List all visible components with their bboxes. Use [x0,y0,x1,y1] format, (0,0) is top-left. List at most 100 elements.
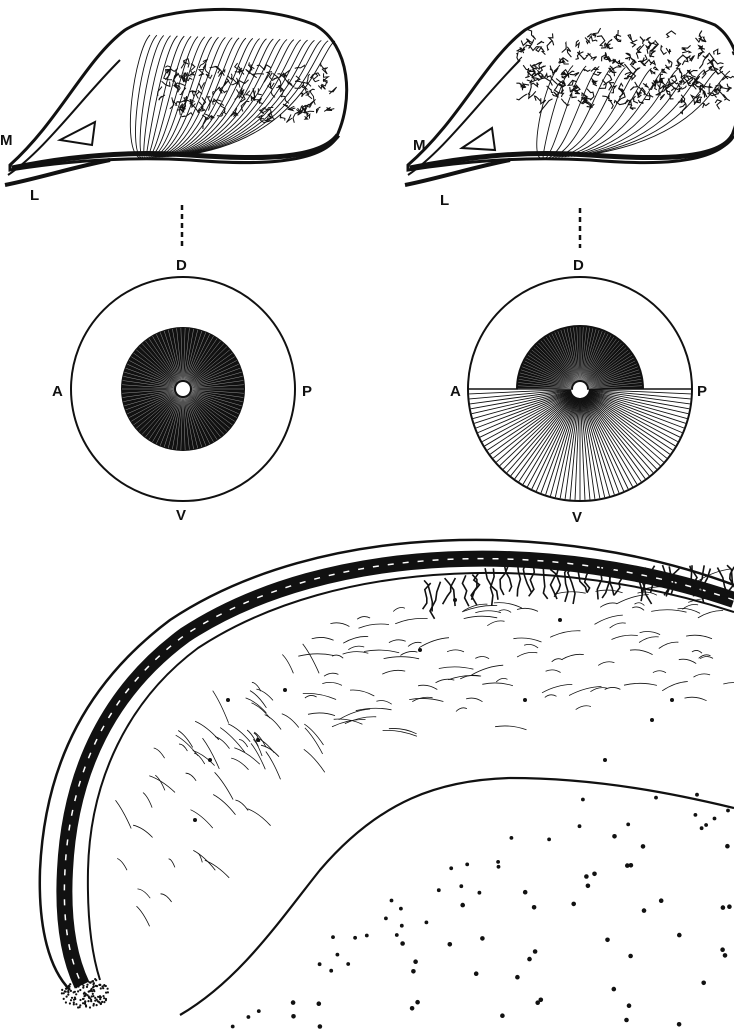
stipple-dot [66,996,68,998]
neuropil-stroke [400,651,417,655]
stipple-dot [102,987,104,989]
cell-dot [500,1013,505,1018]
cell-dot [558,618,562,622]
cell-dot [318,962,322,966]
neuropil-stroke [482,683,513,686]
cell-dot [627,1003,632,1008]
neuropil-stroke [552,659,563,662]
arbor-branch [505,566,512,592]
arbor-branch [529,567,535,597]
cell-dot [336,953,340,957]
stipple-dot [75,993,77,995]
arbor-branch [589,36,597,41]
stipple-dot [93,989,95,991]
retina-diagram-right: D A P V [450,257,707,526]
neuropil-stroke [542,684,572,692]
stipple-dot [74,985,76,987]
stipple-dot [74,978,76,980]
tectum-diagram-left: M L [0,9,347,248]
arbor-branch [552,92,558,97]
arbor-branch [585,38,589,44]
retinotopic-fibers-right [537,65,730,158]
arbor-branch [158,87,163,96]
cell-dot [465,863,469,867]
neuropil-stroke [554,592,586,595]
cell-dot [533,949,538,954]
neuropil-stroke [178,731,193,748]
arbor-branch [317,107,321,113]
stipple-dot [94,997,96,999]
neuropil-stroke [312,637,334,640]
label-anterior-right: A [450,383,461,400]
fiber-path [140,35,164,157]
arbor-branch [527,30,535,40]
neuropil-stroke [472,665,504,675]
neuropil-stroke [475,657,489,659]
neuropil-stroke [686,635,712,639]
neuropil-stroke [513,638,541,642]
cell-dot [700,826,704,830]
neuropil-stroke [639,637,659,643]
neuropil-stroke [193,850,215,870]
neuropil-stroke [215,772,234,799]
cell-dot [677,1022,682,1027]
stipple-dot [89,997,91,999]
neuropil-stroke [261,745,279,757]
neuropil-stroke [364,650,399,653]
stipple-dot [92,993,94,995]
neuropil-stroke [576,706,591,710]
arbor-branch [638,100,643,104]
neuropil-stroke [133,825,153,837]
neuropil-stroke [305,695,317,698]
arbor-branch [302,99,315,112]
cell-dot [317,1001,322,1006]
stipple-dot [73,1003,75,1005]
arbor-branch [246,91,252,101]
neuropil-stroke [138,889,151,898]
stipple-dot [63,998,65,1000]
cell-dot [449,866,453,870]
stipple-dot [82,979,84,981]
neuropil-stroke [590,688,607,692]
arbor-branch [279,87,284,95]
neuropil-stroke [339,709,370,720]
arbor-branch [241,101,249,111]
arbor-branch [689,70,697,73]
stipple-dot [61,992,63,994]
neuropil-stroke [116,800,132,828]
label-lateral-left: L [30,187,39,204]
arbor-branch [199,59,208,68]
cell-dot [592,872,597,877]
arbor-branch [666,48,671,53]
label-dorsal-left: D [176,257,187,274]
neuropil-stroke [524,644,538,648]
stipple-dot [96,1004,98,1006]
arbor-branch [525,72,530,77]
stipple-dot [79,1004,81,1006]
cell-dot [384,917,388,921]
arbor-branch [591,68,598,72]
stipple-dot [73,1001,75,1003]
arbor-branch [329,87,337,94]
neuropil-stroke [203,738,220,769]
cell-dot [584,874,589,879]
label-ventral-left: V [176,507,186,524]
neuropil-stroke [418,685,437,689]
arbor-branch [531,82,539,86]
cell-dot [257,1009,261,1013]
periventricular-boundary [180,778,734,1015]
label-medial-right: M [413,137,426,154]
ventricle-triangle-right [462,128,495,150]
arbor-branch [170,97,174,108]
neuropil-stroke [685,697,707,701]
neuropil-stroke [393,607,405,611]
stipple-dot [89,1006,91,1008]
arbor-branch [300,91,308,97]
optic-disc-left [176,382,190,396]
tectal-section-detail [40,540,734,1029]
cell-dot [726,809,730,813]
arbor-branch [627,68,640,77]
arbor-branch [570,73,579,77]
arbor-branch [562,43,567,53]
arbor-branch [324,73,329,83]
